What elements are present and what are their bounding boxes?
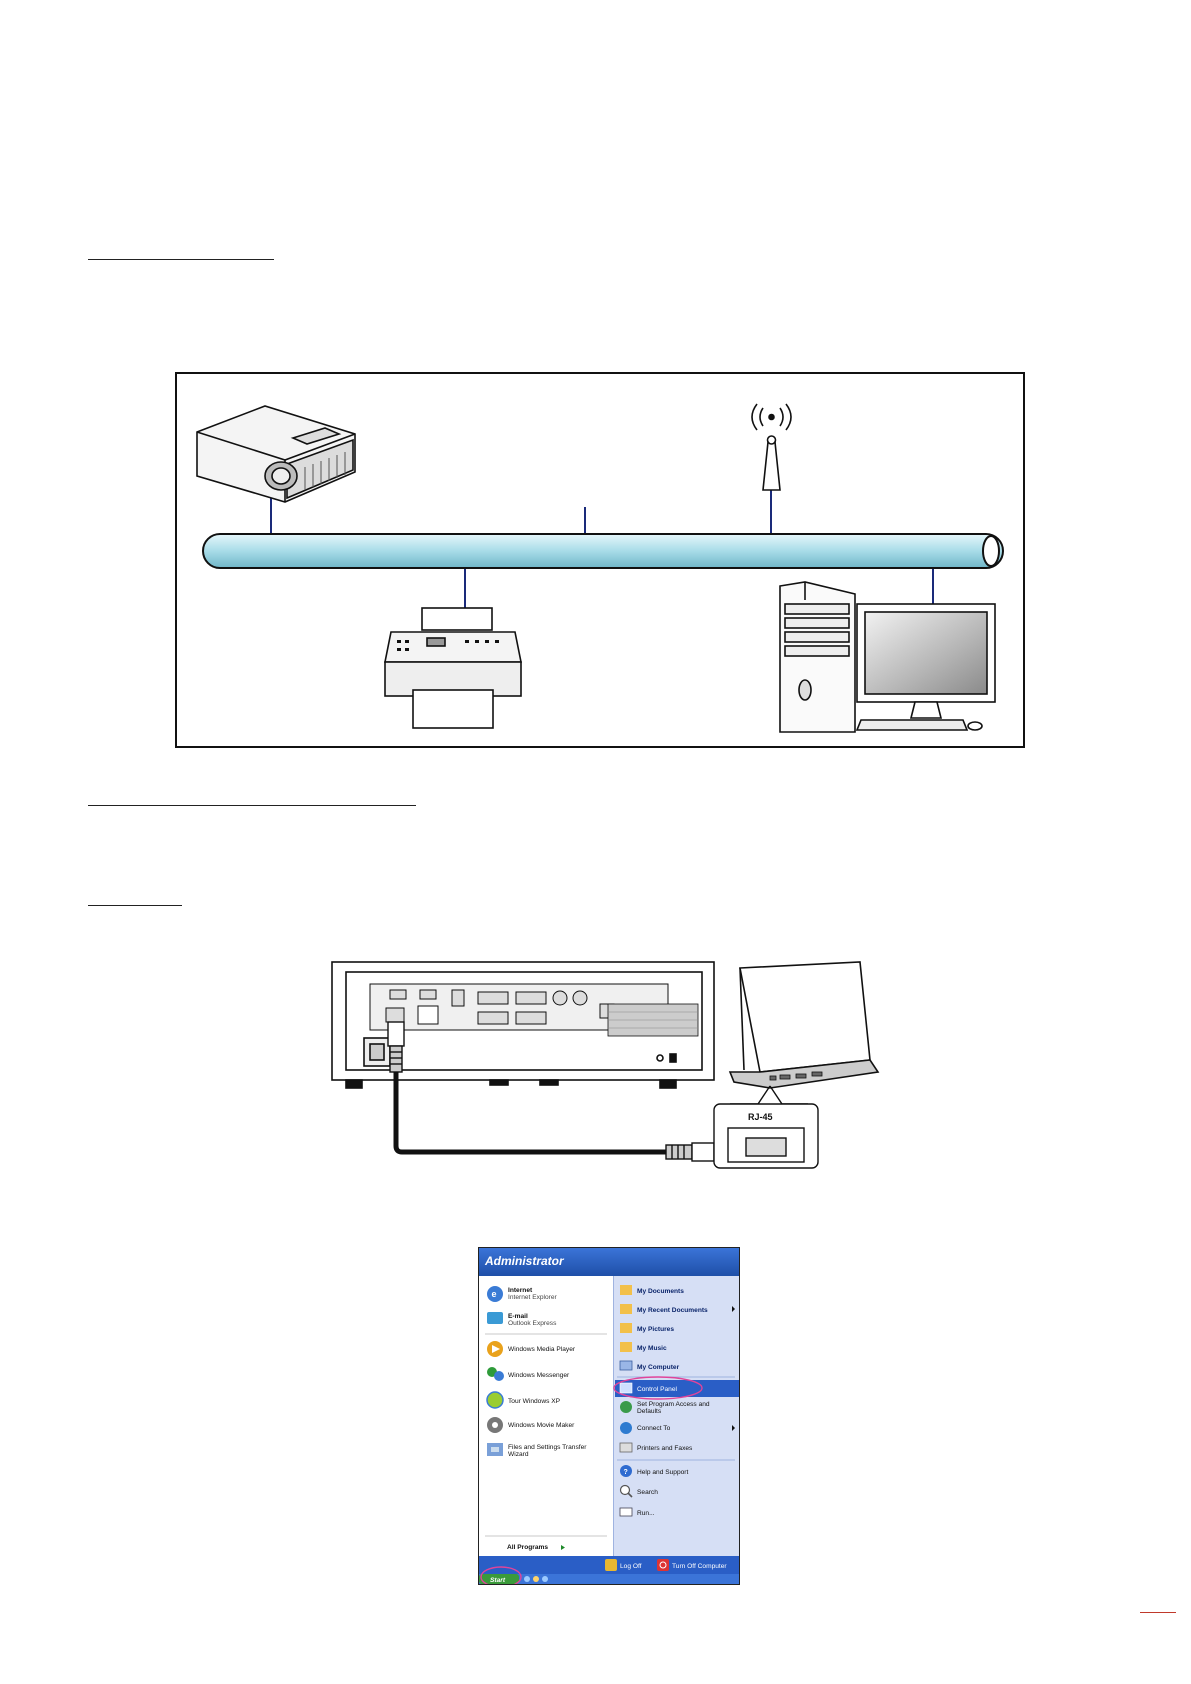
svg-text:Run...: Run...	[637, 1510, 655, 1517]
svg-text:Wizard: Wizard	[508, 1451, 529, 1458]
start-menu-user-name: Administrator	[485, 1254, 564, 1268]
svg-text:Windows Media Player: Windows Media Player	[508, 1346, 576, 1353]
turn-off-button[interactable]: Turn Off Computer	[657, 1559, 727, 1571]
network-diagram	[175, 372, 1025, 748]
svg-text:Printers and Faxes: Printers and Faxes	[637, 1445, 693, 1452]
network-pipe	[202, 533, 1004, 569]
svg-text:Start: Start	[490, 1577, 506, 1584]
rj45-plug-projector-icon	[387, 1021, 405, 1073]
laptop-icon	[728, 961, 880, 1089]
svg-text:e: e	[492, 1289, 497, 1299]
svg-text:E-mail: E-mail	[508, 1313, 528, 1320]
start-menu-item-email[interactable]: E-mail Outlook Express	[487, 1312, 557, 1327]
svg-text:Internet: Internet	[508, 1287, 533, 1294]
start-menu-all-programs[interactable]: All Programs	[507, 1544, 565, 1551]
start-button[interactable]: Start	[479, 1574, 519, 1584]
svg-text:My Recent Documents: My Recent Documents	[637, 1307, 708, 1314]
start-menu-item-movie-maker[interactable]: Windows Movie Maker	[487, 1417, 575, 1433]
start-menu-item-printers[interactable]: Printers and Faxes	[619, 1442, 693, 1453]
svg-text:Connect To: Connect To	[637, 1425, 671, 1432]
start-menu-item-my-documents[interactable]: My Documents	[620, 1285, 684, 1295]
start-menu-item-internet[interactable]: e Internet Internet Explorer	[487, 1286, 558, 1302]
rj45-callout: RJ-45	[713, 1085, 819, 1169]
svg-text:My Music: My Music	[637, 1345, 667, 1352]
start-menu-item-control-panel[interactable]: Control Panel	[615, 1380, 739, 1397]
svg-text:My Computer: My Computer	[637, 1364, 680, 1371]
svg-text:Search: Search	[637, 1489, 658, 1496]
ethernet-cable	[393, 1072, 666, 1155]
start-menu-item-transfer-wizard[interactable]: Files and Settings Transfer Wizard	[487, 1443, 587, 1458]
heading-underline-1	[88, 259, 274, 260]
svg-text:Turn Off Computer: Turn Off Computer	[672, 1563, 727, 1570]
footer-page-mark	[1140, 1612, 1176, 1613]
svg-text:Defaults: Defaults	[637, 1408, 662, 1415]
start-menu-item-connect-to[interactable]: Connect To	[620, 1422, 735, 1434]
lan-connection-diagram: RJ-45	[331, 961, 880, 1169]
heading-underline-2	[88, 805, 416, 806]
start-menu-item-my-music[interactable]: My Music	[620, 1342, 667, 1352]
start-menu-item-my-computer[interactable]: My Computer	[619, 1360, 680, 1371]
svg-text:Internet Explorer: Internet Explorer	[508, 1294, 558, 1301]
svg-text:?: ?	[624, 1469, 628, 1476]
start-menu-header: Administrator	[479, 1248, 739, 1276]
start-menu-item-program-access[interactable]: Set Program Access and Defaults	[620, 1401, 710, 1415]
start-menu-item-my-pictures[interactable]: My Pictures	[620, 1323, 674, 1333]
heading-underline-3	[88, 905, 182, 906]
svg-text:Windows Movie Maker: Windows Movie Maker	[508, 1422, 575, 1429]
svg-text:Outlook Express: Outlook Express	[508, 1320, 557, 1327]
taskbar	[479, 1574, 739, 1584]
start-menu-item-messenger[interactable]: Windows Messenger	[487, 1367, 570, 1381]
start-menu-item-tour[interactable]: Tour Windows XP	[486, 1391, 561, 1409]
svg-text:Control Panel: Control Panel	[637, 1386, 677, 1393]
start-menu-item-recent-documents[interactable]: My Recent Documents	[620, 1304, 735, 1314]
svg-text:Log Off: Log Off	[620, 1563, 642, 1570]
svg-text:Set Program Access and: Set Program Access and	[637, 1401, 710, 1408]
control-panel-highlight	[613, 1376, 703, 1400]
projector-icon	[196, 405, 356, 503]
start-menu-item-media-player[interactable]: Windows Media Player	[487, 1341, 576, 1357]
printer-icon	[384, 607, 522, 729]
rj45-plug-laptop-icon	[665, 1142, 715, 1162]
start-menu-item-help[interactable]: ? Help and Support	[620, 1465, 688, 1477]
svg-text:Windows Messenger: Windows Messenger	[508, 1372, 570, 1379]
log-off-button[interactable]: Log Off	[605, 1559, 642, 1571]
svg-text:My Pictures: My Pictures	[637, 1326, 674, 1333]
start-menu-item-search[interactable]: Search	[619, 1484, 659, 1498]
desktop-computer-icon	[779, 581, 996, 733]
rj45-label: RJ-45	[748, 1112, 773, 1122]
wireless-antenna-icon	[751, 403, 792, 491]
projector-rear-panel-icon	[331, 961, 715, 1089]
start-button-highlight	[480, 1566, 522, 1584]
svg-text:My Documents: My Documents	[637, 1288, 684, 1295]
svg-text:Help and Support: Help and Support	[637, 1469, 688, 1476]
start-menu-item-run[interactable]: Run...	[619, 1507, 655, 1517]
svg-text:All Programs: All Programs	[507, 1544, 548, 1551]
start-menu-right-pane	[613, 1276, 739, 1556]
start-menu-screenshot: Administrator e Internet Internet Explor…	[478, 1247, 740, 1585]
svg-text:Tour Windows XP: Tour Windows XP	[508, 1398, 561, 1405]
start-menu-contents: e Internet Internet Explorer E-mail Outl…	[479, 1285, 739, 1584]
svg-text:Files and Settings Transfer: Files and Settings Transfer	[508, 1444, 587, 1451]
